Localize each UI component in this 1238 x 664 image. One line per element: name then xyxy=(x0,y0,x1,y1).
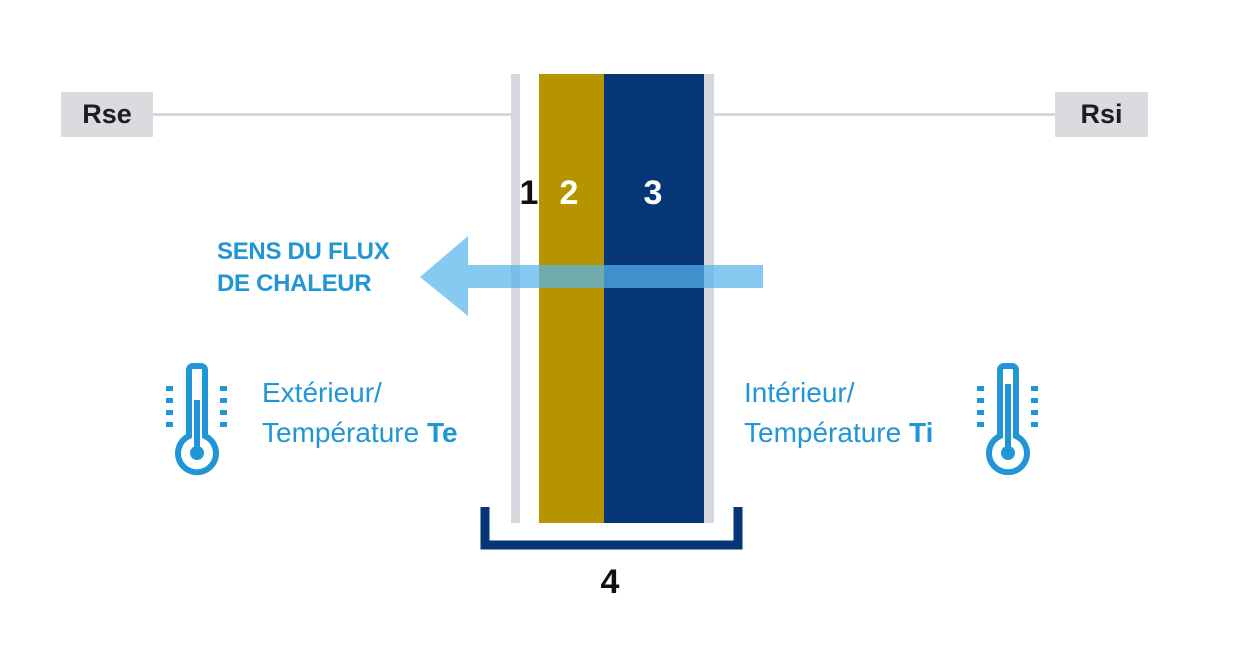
rse-leader-line xyxy=(153,113,513,116)
interior-label-line2: Température Ti xyxy=(744,413,974,453)
layer-3-label: 3 xyxy=(643,174,663,212)
interior-temperature-text: Température xyxy=(744,417,909,448)
interior-label: Intérieur/ Température Ti xyxy=(744,373,974,453)
exterior-temperature-symbol: Te xyxy=(426,417,458,448)
assembly-bracket xyxy=(480,507,743,550)
heat-flow-label: SENS DU FLUX DE CHALEUR xyxy=(217,236,437,300)
layer-1-label: 1 xyxy=(519,174,539,212)
exterior-label-line1: Extérieur/ xyxy=(262,377,382,408)
heat-flow-arrow-shape xyxy=(420,236,763,316)
exterior-label: Extérieur/ Température Te xyxy=(262,373,502,453)
assembly-label: 4 xyxy=(600,563,620,601)
rsi-leader-line xyxy=(714,113,1057,116)
thermometer-icon xyxy=(977,363,1038,476)
heat-flow-arrow xyxy=(420,236,763,316)
layer-2-label: 2 xyxy=(559,174,579,212)
layer-2-insulation xyxy=(539,74,604,523)
assembly-bracket-path xyxy=(480,507,743,550)
exterior-temperature-text: Température xyxy=(262,417,427,448)
heat-flow-label-line1: SENS DU FLUX xyxy=(217,238,390,265)
layer-3-structure xyxy=(604,74,704,523)
rse-label: Rse xyxy=(61,92,153,137)
thermometer-icon xyxy=(166,363,227,476)
exterior-label-line2: Température Te xyxy=(262,413,502,453)
interior-label-line1: Intérieur/ xyxy=(744,377,855,408)
layer-1-exterior-surface xyxy=(511,74,520,523)
rsi-label: Rsi xyxy=(1055,92,1148,137)
interior-temperature-symbol: Ti xyxy=(908,417,934,448)
interior-surface xyxy=(704,74,714,523)
heat-flow-label-line2: DE CHALEUR xyxy=(217,270,372,297)
